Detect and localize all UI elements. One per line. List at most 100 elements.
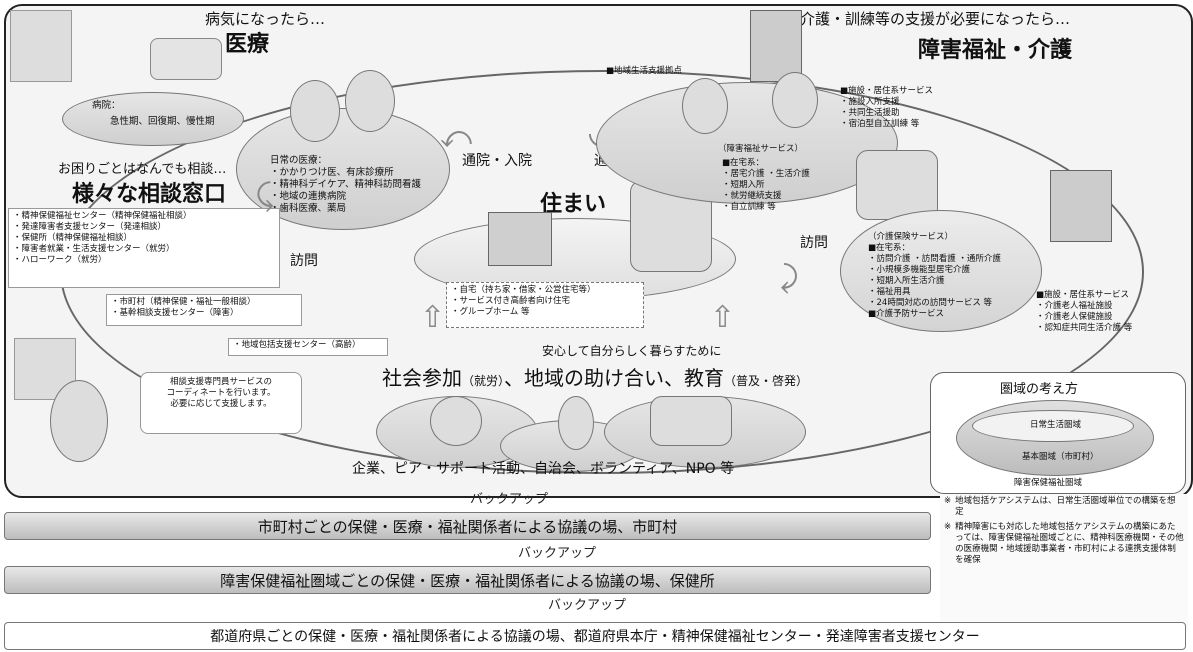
home-box: ・自宅（持ち家・借家・公営住宅等） ・サービス付き高齢者向け住宅 ・グループホー…	[446, 282, 644, 328]
kaigo-home-title: ■在宅系：	[868, 243, 911, 253]
daily-medical-item: ・かかりつけ医、有床診療所	[270, 167, 394, 178]
up-arrow-icon: ⇧	[420, 300, 446, 335]
up-arrow-icon: ⇧	[710, 300, 736, 335]
home-item: ・サービス付き高齢者向け住宅	[451, 296, 571, 306]
consult-item: ・市町村（精神保健・福祉一般相談）	[111, 297, 256, 307]
kaigo-item: ・短期入所生活介護	[868, 276, 945, 286]
social-title: 社会参加	[382, 366, 462, 390]
medical-lead: 病気になったら…	[205, 10, 326, 28]
area-title: 圏域の考え方	[1000, 382, 1079, 397]
social-t3: （普及・啓発）	[724, 374, 809, 388]
area-outer-label: 障害保健福祉圏域	[1014, 478, 1083, 488]
coordinator-line: 相談支援専門員サービスの	[169, 377, 272, 387]
coordinator-box: 相談支援専門員サービスの コーディネートを行います。 必要に応じて支援します。	[140, 372, 302, 434]
care-title: 障害福祉・介護	[918, 38, 1073, 63]
area-inner-label: 日常生活圏域	[1030, 420, 1082, 430]
facility1-item: ・宿泊型自立訓練 等	[840, 119, 920, 129]
area-note-2: 精神障害にも対応した地域包括ケアシステムの構築にあたっては、障害保健福祉圏域ごと…	[955, 522, 1184, 565]
ambulance-illustration	[150, 38, 222, 80]
worker-illustration	[430, 396, 482, 446]
caregiver-illustration	[772, 72, 818, 128]
facility2-item: ・介護老人保健施設	[1036, 312, 1113, 322]
volunteers-illustration	[650, 396, 732, 446]
kaigo-prevent: ■介護予防サービス	[868, 309, 945, 319]
consult-lead: お困りごとはなんでも相談…	[58, 162, 227, 177]
coordinator-illustration	[50, 380, 108, 462]
consult-item: ・障害者就業・生活支援センター（就労）	[13, 244, 175, 254]
nurse-illustration	[345, 70, 395, 132]
visit-label-right: 訪問	[800, 235, 828, 251]
daily-medical-item: ・精神科デイケア、精神科訪問看護	[270, 179, 422, 190]
welfare-ellipse	[596, 82, 898, 204]
consult-item: ・精神保健福祉センター（精神保健福祉相談）	[13, 211, 192, 221]
hospital-building-illustration	[10, 10, 72, 82]
consult-box-2: ・市町村（精神保健・福祉一般相談） ・基幹相談支援センター（障害）	[106, 294, 302, 326]
community-list: 企業、ピア・サポート活動、自治会、ボランティア、NPO 等	[352, 461, 735, 477]
consult-item: ・発達障害者支援センター（発達相談）	[13, 222, 167, 232]
visit-hospital-label: 通院・入院	[462, 153, 532, 169]
backup-label-2: バックアップ	[518, 546, 597, 561]
facility2-item: ・認知症共同生活介護 等	[1036, 323, 1133, 333]
kaigo-item: ・訪問介護 ・訪問看護 ・通所介護	[868, 254, 1001, 264]
care-facility-building-illustration	[1050, 170, 1112, 242]
welfare-home-title: ■在宅系：	[722, 158, 765, 168]
facility1-item: ・共同生活援助	[840, 108, 900, 118]
tagline: 安心して自分らしく暮らすために	[542, 344, 722, 358]
social-heading: 社会参加（就労）、地域の助け合い、教育（普及・啓発）	[382, 362, 808, 391]
welfare-item: ・短期入所	[722, 180, 765, 190]
home-item: ・グループホーム 等	[451, 307, 530, 317]
care-lead: 介護・訓練等の支援が必要になったら…	[800, 10, 1071, 28]
facility2-item: ・介護老人福祉施設	[1036, 301, 1113, 311]
note-mark: ※	[944, 496, 952, 506]
coordinator-line: 必要に応じて支援します。	[170, 399, 272, 409]
curved-arrow-icon: ⤹	[256, 178, 274, 213]
hospital-ellipse	[62, 92, 244, 146]
curved-arrow-icon: ⤸	[780, 260, 798, 295]
hospital-label: 病院：	[92, 100, 121, 111]
area-inner-ellipse	[972, 410, 1134, 442]
area-notes: ※地域包括ケアシステムは、日常生活圏域単位での構築を想定 ※精神障害にも対応した…	[940, 494, 1188, 632]
daily-medical-label: 日常の医療：	[270, 155, 328, 166]
note-mark: ※	[944, 522, 952, 532]
backup-label-3: バックアップ	[548, 598, 627, 613]
caregiver-illustration	[682, 78, 728, 134]
kaigo-item: ・24時間対応の訪問サービス 等	[868, 298, 993, 308]
health-center-band: 障害保健福祉圏域ごとの保健・医療・福祉関係者による協議の場、保健所	[4, 566, 931, 594]
area-middle-label: 基本圏域（市町村）	[1022, 452, 1099, 462]
welfare-item: ・就労継続支援	[722, 191, 782, 201]
social-t1: （就労）	[462, 374, 505, 388]
curved-arrow-icon: ⤺	[440, 120, 473, 155]
kaigo-item: ・小規模多機能型居宅介護	[868, 265, 971, 275]
facility1-title: ■施設・居住系サービス	[840, 86, 934, 96]
daily-medical-item: ・地域の連携病院	[270, 191, 347, 202]
facility1-item: ・施設入所支援	[840, 97, 900, 107]
consult-item: ・保健所（精神保健福祉相談）	[13, 233, 133, 243]
daily-medical-item: ・歯科医療、薬局	[270, 203, 347, 214]
social-t2: 教育	[684, 366, 725, 390]
facility2-title: ■施設・居住系サービス	[1036, 290, 1130, 300]
student-illustration	[558, 396, 594, 450]
visit-label-left: 訪問	[290, 253, 318, 269]
social-sep: 、地域の助け合い、	[504, 366, 685, 390]
facility-building-illustration	[750, 10, 802, 82]
kaigo-item: ・福祉用具	[868, 287, 911, 297]
area-note-1: 地域包括ケアシステムは、日常生活圏域単位での構築を想定	[955, 496, 1176, 517]
backup-label-1: バックアップ	[470, 492, 549, 507]
kaigo-ellipse	[840, 210, 1042, 332]
house-illustration	[488, 212, 552, 266]
consult-item: ・基幹相談支援センター（障害）	[111, 308, 239, 318]
consult-item: ・地域包括支援センター（高齢）	[228, 338, 388, 356]
hospital-items: 急性期、回復期、慢性期	[110, 116, 215, 127]
prefecture-band: 都道府県ごとの保健・医療・福祉関係者による協議の場、都道府県本庁・精神保健福祉セ…	[4, 622, 1186, 650]
city-band: 市町村ごとの保健・医療・福祉関係者による協議の場、市町村	[4, 512, 931, 540]
kaigo-title: （介護保険サービス）	[868, 232, 954, 242]
welfare-item: ・居宅介護 ・生活介護	[722, 169, 810, 179]
doctor-illustration	[290, 80, 340, 142]
consult-item: ・ハローワーク（就労）	[13, 255, 107, 265]
consult-box: ・精神保健福祉センター（精神保健福祉相談） ・発達障害者支援センター（発達相談）…	[8, 208, 280, 288]
welfare-item: ・自立訓練 等	[722, 202, 776, 212]
coordinator-line: コーディネートを行います。	[166, 388, 276, 398]
welfare-title: （障害福祉サービス）	[718, 144, 804, 154]
medical-title: 医療	[225, 32, 270, 57]
home-item: ・自宅（持ち家・借家・公営住宅等）	[451, 285, 596, 295]
